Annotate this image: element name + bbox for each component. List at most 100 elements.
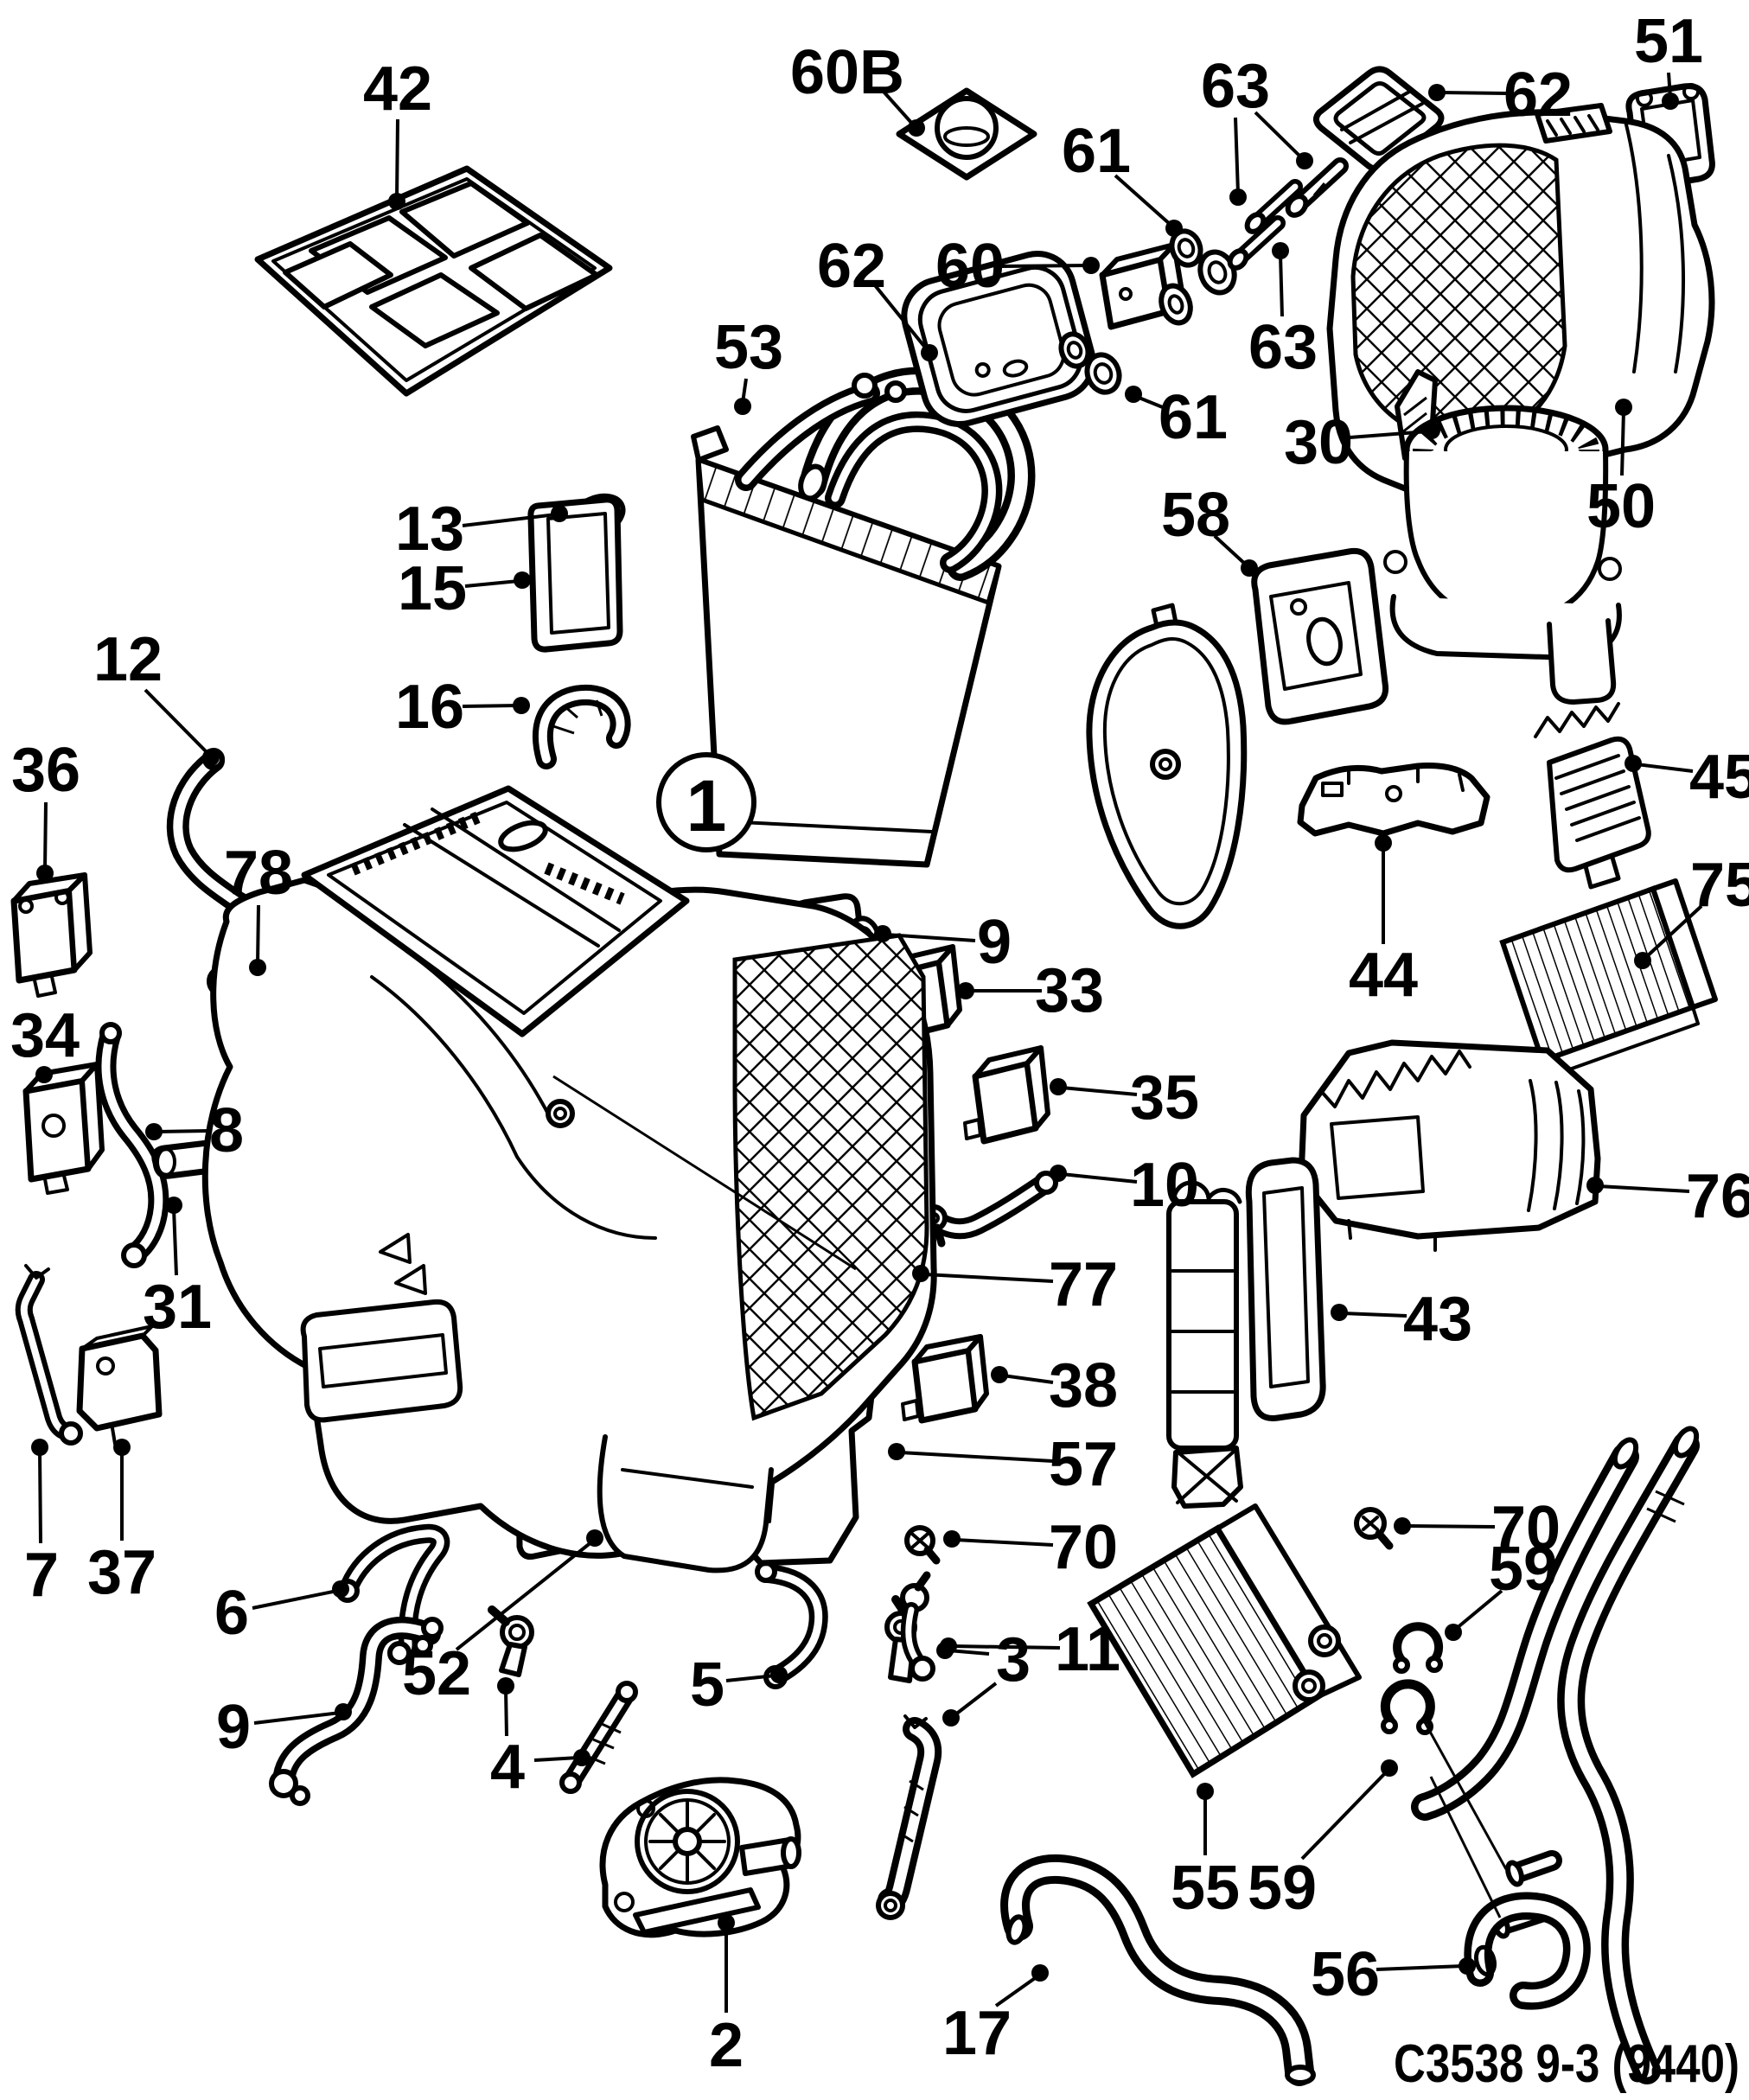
leader-dot-33 bbox=[957, 982, 974, 999]
leader-dot-56 bbox=[1459, 1957, 1476, 1975]
leader-dot-63-lower bbox=[1272, 242, 1289, 259]
leader-dot-42 bbox=[388, 193, 405, 210]
leader-line-59-lower bbox=[1300, 1770, 1388, 1861]
leader-dot-60 bbox=[1082, 257, 1100, 274]
part-label-group-61-lower: 61 bbox=[1125, 383, 1228, 452]
leader-line-45 bbox=[1636, 763, 1694, 773]
part-label-group-4: 4 bbox=[490, 1677, 590, 1802]
part-label-group-3: 3 bbox=[936, 1625, 1031, 1727]
leader-line-63-upper bbox=[1254, 111, 1303, 159]
leader-dot-63-upper bbox=[1229, 188, 1247, 206]
part-label-59-lower: 59 bbox=[1248, 1854, 1317, 1923]
leader-line-4 bbox=[533, 1756, 579, 1762]
part-label-group-53: 53 bbox=[714, 313, 783, 415]
part-56-pipes-drawing bbox=[1411, 1426, 1700, 2084]
part-label-group-78: 78 bbox=[224, 839, 293, 976]
assembly-callout-number: 1 bbox=[686, 765, 727, 846]
leader-line-8 bbox=[156, 1129, 208, 1133]
leader-line-63-lower bbox=[1279, 253, 1284, 317]
leader-line-9-upper bbox=[885, 933, 976, 942]
leader-line-77 bbox=[923, 1273, 1054, 1283]
part-label-group-6: 6 bbox=[214, 1579, 349, 1648]
part-75-drawing bbox=[1499, 878, 1718, 1079]
leader-line-35 bbox=[1061, 1086, 1138, 1096]
part-label-63-upper: 63 bbox=[1201, 52, 1270, 121]
part-label-group-42: 42 bbox=[363, 54, 432, 210]
part-label-63-lower: 63 bbox=[1248, 313, 1318, 382]
part-36-drawing bbox=[10, 872, 93, 998]
part-label-51: 51 bbox=[1634, 7, 1703, 76]
leader-line-17 bbox=[994, 1975, 1039, 2007]
part-label-52: 52 bbox=[402, 1639, 471, 1708]
part-60B-drawing bbox=[896, 87, 1037, 181]
part-label-group-58: 58 bbox=[1161, 481, 1258, 577]
part-label-group-35: 35 bbox=[1050, 1063, 1199, 1133]
part-37-drawing bbox=[76, 1324, 163, 1446]
part-label-group-43: 43 bbox=[1331, 1285, 1472, 1354]
leader-dot-45 bbox=[1625, 755, 1642, 772]
part-label-group-7: 7 bbox=[24, 1439, 59, 1610]
part-11-drawing bbox=[900, 1571, 935, 1682]
part-label-44: 44 bbox=[1349, 941, 1418, 1010]
leader-line-58 bbox=[1213, 534, 1248, 567]
part-label-60B: 60B bbox=[790, 38, 904, 107]
part-label-group-50: 50 bbox=[1586, 399, 1656, 541]
part-label-33: 33 bbox=[1035, 956, 1104, 1025]
leader-line-12 bbox=[144, 688, 211, 756]
part-label-16: 16 bbox=[395, 673, 464, 742]
leader-dot-17 bbox=[1031, 1964, 1049, 1982]
part-label-36: 36 bbox=[11, 736, 80, 805]
leader-dot-15 bbox=[514, 571, 531, 589]
leader-dot-59-upper bbox=[1445, 1624, 1462, 1641]
leader-dot-51 bbox=[1662, 93, 1679, 110]
part-label-group-9-lower: 9 bbox=[216, 1693, 352, 1762]
part-9-lower-drawing bbox=[269, 1616, 444, 1806]
leader-dot-6 bbox=[332, 1580, 349, 1598]
part-label-group-5: 5 bbox=[690, 1650, 788, 1720]
part-label-group-16: 16 bbox=[395, 673, 530, 742]
part-label-77: 77 bbox=[1049, 1250, 1118, 1319]
leader-dot-8 bbox=[145, 1123, 163, 1140]
diagram-caption: C3538 9-3 (9440) bbox=[1394, 2034, 1739, 2094]
part-44-drawing bbox=[1297, 763, 1490, 837]
part-label-group-61-upper: 61 bbox=[1062, 117, 1183, 237]
part-59-clamps-drawing bbox=[1380, 1622, 1444, 1735]
leader-line-50 bbox=[1620, 410, 1625, 476]
part-35-drawing bbox=[963, 1045, 1050, 1145]
leader-dot-50 bbox=[1615, 399, 1632, 416]
part-70-right-drawing bbox=[1354, 1507, 1394, 1550]
part-label-group-11: 11 bbox=[940, 1615, 1120, 1684]
part-label-2: 2 bbox=[709, 2011, 744, 2080]
part-43-drawing bbox=[1166, 1157, 1326, 1509]
leader-dot-55 bbox=[1197, 1783, 1214, 1800]
part-label-70-right: 70 bbox=[1491, 1494, 1561, 1563]
leader-dot-37 bbox=[113, 1439, 131, 1456]
part-label-group-2: 2 bbox=[709, 1914, 744, 2080]
part-15-drawing bbox=[527, 496, 623, 653]
part-label-10: 10 bbox=[1130, 1151, 1199, 1220]
leader-line-5 bbox=[725, 1674, 776, 1682]
part-label-group-75: 75 bbox=[1634, 851, 1749, 969]
part-label-group-63-lower: 63 bbox=[1248, 242, 1318, 382]
leader-line-6 bbox=[252, 1589, 338, 1610]
leader-line-52 bbox=[455, 1540, 594, 1651]
leader-dot-62-left bbox=[921, 344, 938, 361]
leader-dot-57 bbox=[888, 1443, 905, 1460]
part-label-group-44: 44 bbox=[1349, 834, 1418, 1010]
leader-line-78 bbox=[256, 904, 260, 965]
part-label-31: 31 bbox=[143, 1273, 212, 1342]
part-label-group-59-upper: 59 bbox=[1445, 1535, 1558, 1641]
part-label-35: 35 bbox=[1130, 1063, 1199, 1133]
part-label-43: 43 bbox=[1403, 1285, 1472, 1354]
assembly-callout: 1 bbox=[656, 752, 756, 852]
part-label-58: 58 bbox=[1161, 481, 1230, 550]
part-label-group-56: 56 bbox=[1311, 1940, 1476, 2009]
leader-line-76 bbox=[1598, 1184, 1690, 1193]
leader-dot-35 bbox=[1050, 1078, 1067, 1095]
part-label-38: 38 bbox=[1049, 1351, 1118, 1420]
part-label-78: 78 bbox=[224, 839, 293, 908]
part-label-55: 55 bbox=[1171, 1854, 1240, 1923]
part-label-group-17: 17 bbox=[942, 1964, 1049, 2068]
